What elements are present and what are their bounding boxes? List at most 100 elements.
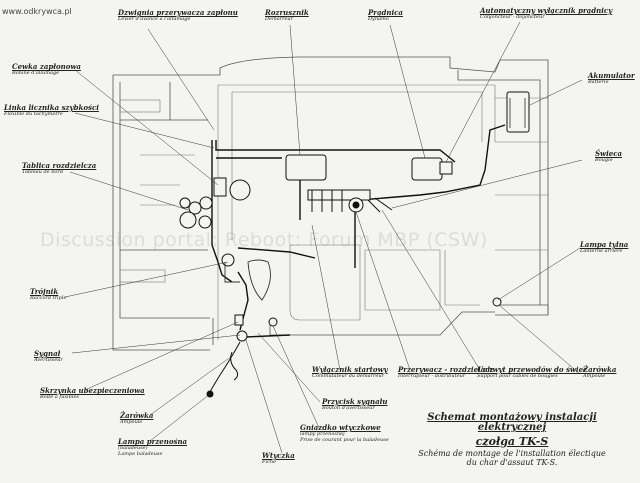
hand-lamp-bulb [221,253,235,267]
battery [506,91,530,133]
label-dashboard: Tablica rozdzielcza Tableau de bord [22,162,96,175]
tank-outline [112,56,549,351]
label-plug: Wtyczka Fiche [262,452,295,465]
label-fr: Interrupteur - distributeur [398,373,466,379]
gauge-3 [199,196,213,210]
label-fuse-box: Skrzynka ubezpieczeniowa Boîte à fusible… [40,387,145,400]
label-hand-lamp: Lampa przenośna (baladeuse) Lampe balade… [118,438,187,457]
label-ignition-lever: Dzwignia przerywacza zapłonu Levier d'av… [118,9,238,22]
label-fr: Commutateur du démarreur [312,373,384,379]
label-pl: Wtyczka [262,451,295,460]
label-fr: Tableau de bord [22,169,64,175]
label-fr: Bouton d'avertisseur [322,405,375,411]
diagram-title: Schemat montażowy instalacji elektryczne… [398,413,626,467]
label-pl: Tablica rozdzielcza [22,161,97,170]
label-fr: Levier d'avance à l'allumage [118,16,191,22]
label-distributor: Przerywacz - rozdzielacz Interrupteur - … [398,366,493,379]
label-pl: Automatyczny wyłącznik prądnicy [480,6,613,15]
label-pl: Trójnik [30,287,59,296]
label-pl: Żarówka [120,411,154,420]
label-fr: Lanterne arrière [580,248,623,254]
label-fr: Conjoncteur - disjoncteur [480,14,545,20]
label-horn-button: Przycisk sygnału Bouton d'avertisseur [322,398,387,411]
label-fr: Support pour câbles de bougies [477,373,558,379]
label-tail-lamp: Lampa tylna Lanterne arrière [580,241,628,254]
label-fr: Boîte à fusibles [40,394,79,400]
label-pl-2: (baladeuse) [118,445,148,451]
label-dynamo: Prądnica Dynamo [368,9,403,22]
horn [236,330,248,342]
label-pl: Uchwyt przewodów do świec [477,365,588,374]
label-fr: Raccord triple [30,295,67,301]
label-pl: Akumulator [588,71,635,80]
gauge-5 [198,215,212,229]
label-cutout: Automatyczny wyłącznik prądnicy Conjonct… [480,7,612,20]
label-fr: Avertisseur [34,357,63,363]
label-pl: Rozrusznik [265,8,309,17]
label-fr: Démarreur [265,16,294,22]
label-plug-lead-holder: Uchwyt przewodów do świec Support pour c… [477,366,587,379]
wiring-harness [211,124,506,338]
label-fr: Ampoule [120,419,143,425]
label-horn: Sygnał Avertisseur [34,350,63,363]
ignition-coil [213,177,227,197]
label-pl: Przycisk sygnału [322,397,388,406]
label-starter: Rozrusznik Démarreur [265,9,309,22]
site-url: www.odkrywca.pl [2,7,72,16]
plug-socket [268,317,278,327]
title-pl-line2: czołga TK-S [475,435,549,448]
label-fr: Bougie [595,157,613,163]
label-speedo-cable: Linka licznika szybkości Flexible du tac… [4,104,99,117]
gauge-4 [179,211,197,229]
tail-lamp [492,297,502,307]
label-fr: Prise de courant pour la baladeuse [300,437,389,443]
label-pl: Lampa przenośna [118,437,188,446]
starter-motor [285,154,327,181]
leader-lines [64,21,583,454]
label-fr: Lampe baladeuse [118,451,163,457]
label-pl: Prądnica [368,8,403,17]
label-spark-plug: Świeca Bougie [595,150,622,163]
label-fr: Bobine d'allumage [12,70,60,76]
gauge-1 [179,197,191,209]
label-pl: Skrzynka ubezpieczeniowa [40,386,145,395]
label-battery: Akumulator Batterie [588,72,635,85]
cutout-box [439,161,453,175]
label-starter-switch: Wyłącznik startowy Commutateur du démarr… [312,366,388,379]
label-bulb-left: Żarówka Ampoule [120,412,153,425]
label-pl: Cewka zapłonowa [12,62,81,71]
label-pl: Świeca [595,149,622,158]
hand-lamp-cable [206,341,241,398]
distributor-bar [307,189,371,201]
title-fr-line2: du char d'assaut TK-S. [466,458,558,467]
title-fr-line1: Schéma de montage de l'installation élec… [418,449,606,458]
label-pl: Gniazdko wtyczkowe [300,423,381,432]
label-pl: Przerywacz - rozdzielacz [398,365,494,374]
label-fr: Dynamo [368,16,389,22]
label-fr: Fiche [262,459,277,465]
label-fr: Ampoule [583,373,606,379]
label-pl: Linka licznika szybkości [4,103,99,112]
fuel-cap [229,179,251,201]
label-pl: Lampa tylna [580,240,629,249]
label-pl: Wyłącznik startowy [312,365,388,374]
label-socket: Gniazdko wtyczkowe lampy przenośnej Pris… [300,424,389,443]
label-pl-2: lampy przenośnej [300,431,345,437]
spark-plugs [311,190,393,213]
fuse-box [234,314,244,326]
dynamo [411,157,443,181]
label-pl: Żarówka [583,365,617,374]
title-pl-line1: Schemat montażowy instalacji elektryczne… [427,412,597,433]
label-ignition-coil: Cewka zapłonowa Bobine d'allumage [12,63,81,76]
label-fr: Batterie [588,79,609,85]
watermark-text: Discussion portal: Reboot: Forum MBP (CS… [40,229,488,251]
label-bulb-right: Żarówka Ampoule [583,366,616,379]
label-pl: Dzwignia przerywacza zapłonu [118,8,238,17]
label-pl: Sygnał [34,349,61,358]
gauge-2 [188,201,202,215]
seat-outline [224,259,271,301]
label-fr: Flexible du tachymètre [4,111,63,117]
label-tee: Trójnik Raccord triple [30,288,66,301]
